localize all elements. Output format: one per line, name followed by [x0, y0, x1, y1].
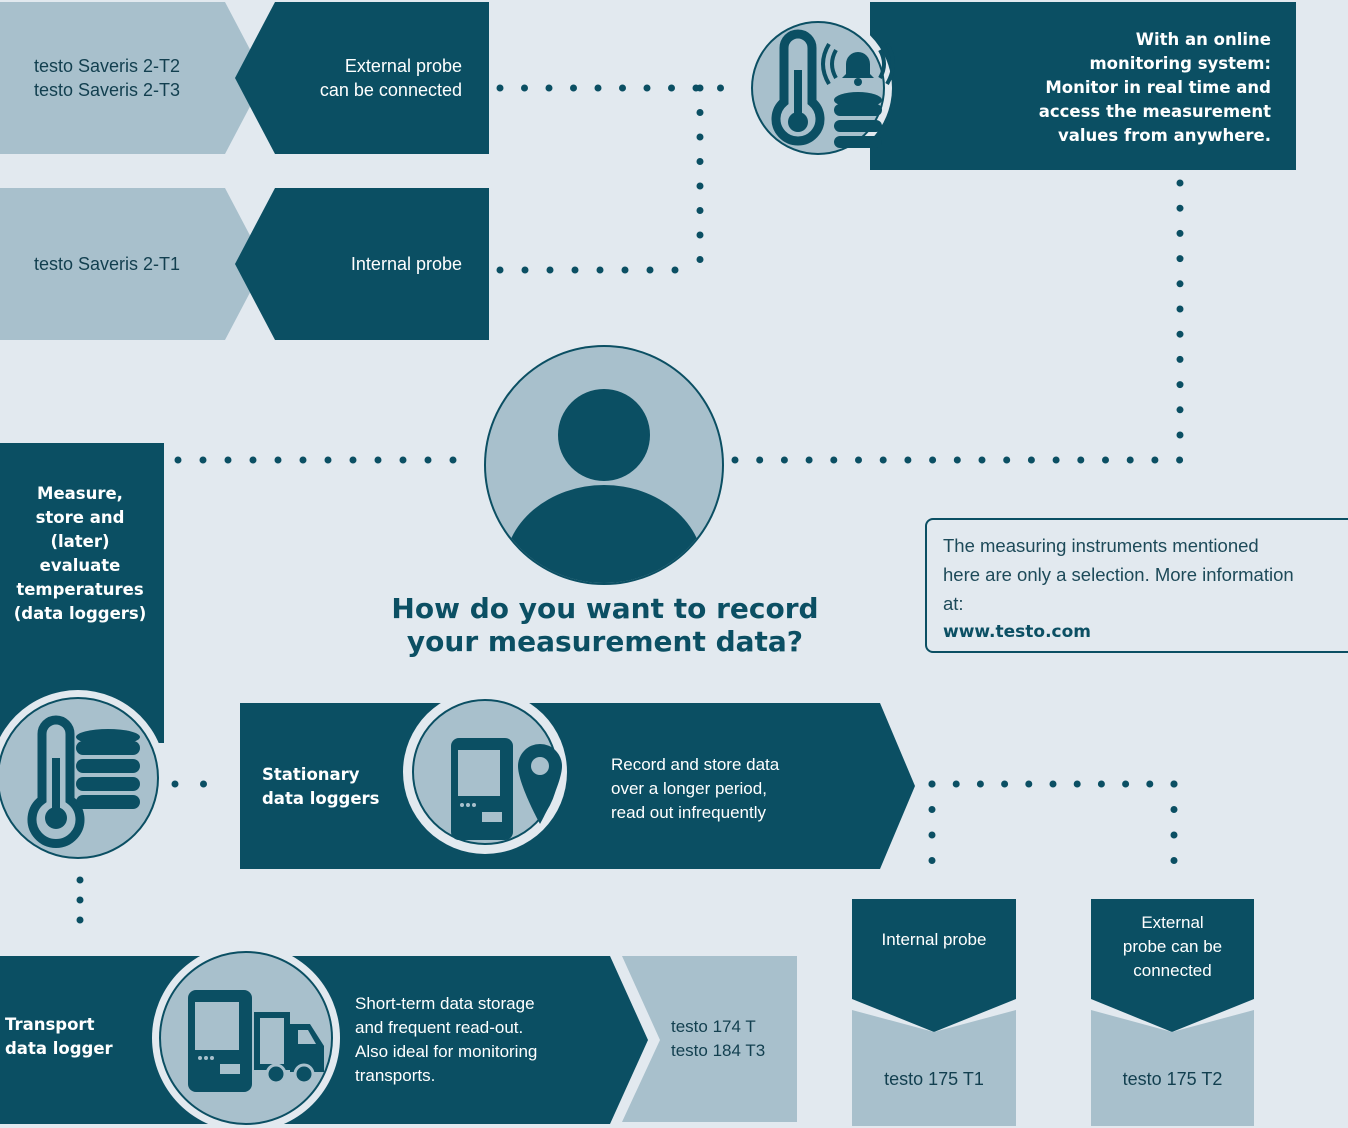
device-saveris-t1: testo Saveris 2-T1 — [34, 254, 181, 274]
external-probe-chevron — [1091, 999, 1254, 1032]
stationary-icon-circle — [403, 690, 567, 854]
left-line-2: store and — [35, 508, 125, 527]
note-line-2: here are only a selection. More informat… — [943, 564, 1294, 585]
internal-probe-box — [852, 899, 1016, 999]
testo-175-t2-box — [1091, 1010, 1254, 1126]
thermometer-icon — [771, 29, 825, 146]
probe-line-1: External probe — [344, 56, 462, 76]
question-line-1: How do you want to record — [391, 592, 819, 625]
thermometer-icon — [27, 715, 85, 848]
device-saveris-t3: testo Saveris 2-T3 — [34, 80, 181, 100]
saveris-external-probe-label: External probe can be connected — [270, 54, 462, 102]
external-probe-label: External probe can be connected — [1091, 911, 1254, 983]
truck-icon — [254, 1012, 324, 1085]
device-testo-174-t: testo 174 T — [671, 1017, 756, 1036]
alarm-bell-icon — [821, 42, 895, 86]
monitoring-line-1: With an online — [1135, 30, 1271, 49]
online-monitoring-box — [870, 2, 1296, 170]
note-line-1: The measuring instruments mentioned — [943, 535, 1259, 556]
stationary-desc-3: read out infrequently — [611, 803, 766, 822]
stationary-title: Stationary data loggers — [262, 763, 379, 811]
monitoring-line-5: values from anywhere. — [1057, 126, 1271, 145]
saveris-internal-light-shape — [0, 188, 265, 340]
question-line-2: your measurement data? — [406, 625, 804, 658]
external-label-3: connected — [1133, 961, 1212, 980]
external-probe-box — [1091, 899, 1254, 999]
database-icon — [76, 729, 140, 809]
transport-desc-3: Also ideal for monitoring — [355, 1042, 538, 1061]
info-note: The measuring instruments mentioned here… — [925, 518, 1348, 653]
stationary-title-line-2: data loggers — [262, 789, 380, 808]
saveris-external-devices: testo Saveris 2-T2 testo Saveris 2-T3 — [34, 54, 180, 102]
left-panel-text: Measure, store and (later) evaluate temp… — [0, 482, 160, 626]
transport-title-line-2: data logger — [5, 1039, 113, 1058]
external-label-1: External — [1141, 913, 1204, 932]
monitoring-line-3: Monitor in real time and — [1045, 78, 1271, 97]
transport-devices-shape — [622, 956, 797, 1122]
left-line-1: Measure, — [37, 484, 123, 503]
device-testo-175-t1: testo 175 T1 — [884, 1069, 984, 1089]
user-icon — [504, 389, 704, 583]
internal-probe-chevron — [852, 999, 1016, 1032]
transport-title: Transport data logger — [5, 1013, 113, 1061]
note-line-3: at: — [943, 593, 964, 614]
left-line-4: evaluate — [39, 556, 121, 575]
transport-desc-1: Short-term data storage — [355, 994, 535, 1013]
main-question: How do you want to record your measureme… — [340, 592, 870, 658]
device-saveris-t2: testo Saveris 2-T2 — [34, 56, 181, 76]
transport-title-line-1: Transport — [5, 1015, 95, 1034]
device-testo-184-t3: testo 184 T3 — [671, 1041, 766, 1060]
device-testo-175-t2: testo 175 T2 — [1122, 1069, 1223, 1089]
database-icon — [834, 92, 882, 148]
transport-desc-4: transports. — [355, 1066, 436, 1085]
monitoring-line-2: monitoring system: — [1089, 54, 1271, 73]
transport-devices: testo 174 T testo 184 T3 — [671, 1015, 765, 1063]
saveris-external-dark-shape — [235, 2, 489, 154]
probe-line-2: can be connected — [319, 80, 462, 100]
internal-probe-label: Internal probe — [881, 930, 987, 949]
saveris-external-light-shape — [0, 2, 265, 154]
transport-icon-circle — [152, 944, 340, 1128]
online-monitoring-icon-circle — [744, 14, 895, 162]
external-label-2: probe can be — [1122, 937, 1223, 956]
stationary-title-line-1: Stationary — [262, 765, 360, 784]
monitoring-line-4: access the measurement — [1038, 102, 1271, 121]
data-logger-icon — [451, 738, 513, 840]
stationary-desc-1: Record and store data — [611, 755, 780, 774]
saveris-internal-dark-shape — [235, 188, 489, 340]
dotted-connectors — [76, 84, 1184, 944]
stationary-desc-2: over a longer period, — [611, 779, 767, 798]
transport-description: Short-term data storage and frequent rea… — [355, 992, 537, 1088]
transport-desc-2: and frequent read-out. — [355, 1018, 524, 1037]
left-icon-circle — [0, 690, 166, 866]
left-line-5: temperatures — [16, 580, 144, 599]
stationary-description: Record and store data over a longer peri… — [611, 753, 779, 825]
online-monitoring-text: With an online monitoring system: Monito… — [960, 28, 1271, 148]
left-line-3: (later) — [50, 532, 110, 551]
location-pin-icon — [518, 744, 562, 824]
testo-175-t1-box — [852, 1010, 1016, 1126]
user-circle — [484, 345, 724, 585]
left-line-6: (data loggers) — [13, 604, 147, 623]
data-logger-icon — [188, 990, 252, 1092]
testo-website-link[interactable]: www.testo.com — [943, 622, 1091, 642]
saveris-internal-probe-label: Internal probe — [350, 254, 462, 274]
